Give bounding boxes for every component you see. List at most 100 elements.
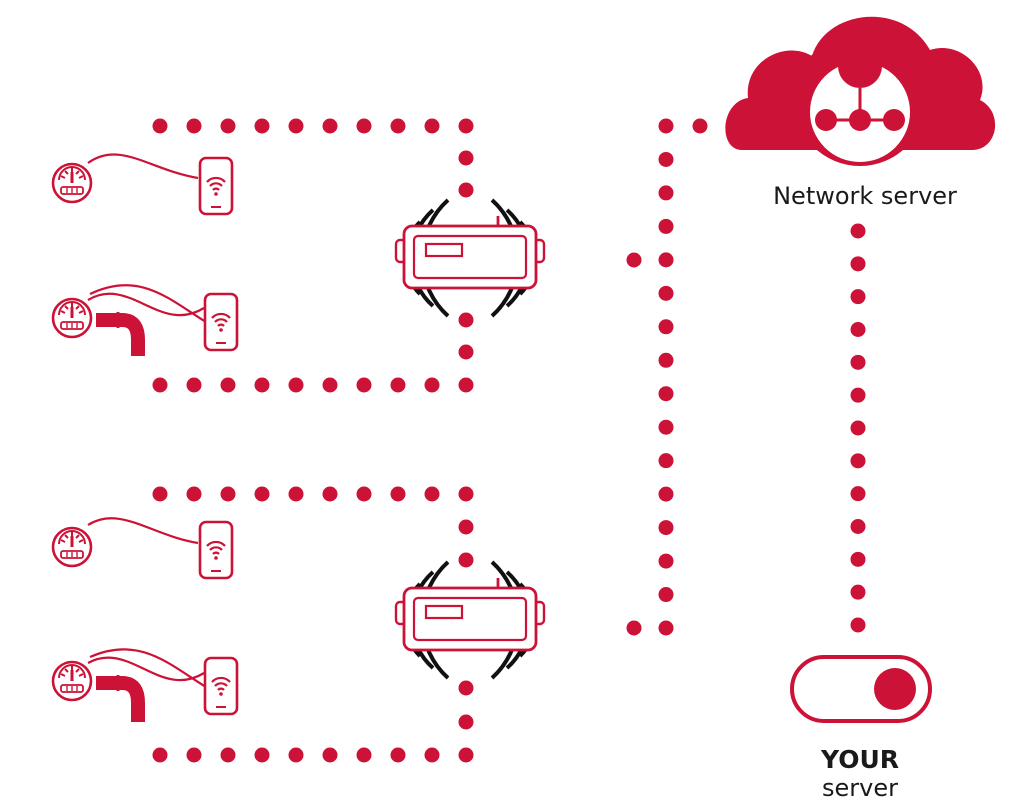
- connection-dot: [658, 151, 674, 167]
- network-server-cloud-icon: [725, 16, 996, 166]
- connection-dot: [356, 486, 372, 502]
- connection-dot: [424, 377, 440, 393]
- meter-with-pipe-icon: [51, 297, 93, 339]
- connection-dot: [288, 486, 304, 502]
- connection-dot: [850, 289, 866, 305]
- connection-dot: [850, 223, 866, 239]
- connection-dot: [458, 150, 474, 166]
- connection-dot: [390, 486, 406, 502]
- connection-dot: [424, 486, 440, 502]
- sensor-3: [51, 517, 234, 580]
- connection-dot: [458, 519, 474, 535]
- connection-dot: [658, 252, 674, 268]
- connection-dot: [356, 118, 372, 134]
- connection-dot: [658, 118, 674, 134]
- connection-dot: [658, 486, 674, 502]
- connection-dot: [658, 319, 674, 335]
- wireless-module-icon: [198, 156, 234, 216]
- connection-dot: [658, 419, 674, 435]
- dotted-connections: [152, 118, 866, 763]
- connection-dot: [254, 486, 270, 502]
- connection-dot: [220, 486, 236, 502]
- connection-dot: [356, 747, 372, 763]
- connection-dot: [220, 118, 236, 134]
- connection-dot: [658, 185, 674, 201]
- connection-dot: [458, 118, 474, 134]
- your-server-label-line1: YOUR: [820, 745, 899, 774]
- connection-dot: [322, 118, 338, 134]
- connection-dot: [850, 551, 866, 567]
- connection-dot: [458, 344, 474, 360]
- connection-dot: [658, 218, 674, 234]
- gateway-1-icon: [394, 198, 546, 318]
- gateway-2-icon: [394, 560, 546, 680]
- connection-dot: [458, 182, 474, 198]
- connection-dot: [658, 285, 674, 301]
- sensor-1: [51, 153, 234, 216]
- connection-dot: [850, 519, 866, 534]
- connection-dot: [254, 118, 270, 134]
- wireless-module-icon: [203, 656, 239, 716]
- connection-dot: [152, 118, 168, 134]
- connection-dot: [458, 377, 474, 393]
- connection-dot: [626, 252, 642, 268]
- connection-dot: [254, 377, 270, 393]
- connection-dot: [658, 620, 674, 636]
- connection-dot: [390, 118, 406, 134]
- connection-dot: [424, 118, 440, 134]
- connection-dot: [390, 747, 406, 763]
- connection-dot: [254, 747, 270, 763]
- connection-dot: [658, 386, 674, 402]
- connection-dot: [186, 486, 202, 502]
- connection-dot: [220, 747, 236, 763]
- connection-dot: [458, 714, 474, 730]
- connection-dot: [658, 553, 674, 569]
- connection-dot: [458, 312, 474, 328]
- connection-dot: [424, 747, 440, 763]
- your-server-label-line2: server: [822, 774, 898, 802]
- meter-with-pipe-icon: [51, 660, 93, 702]
- connection-dot: [288, 747, 304, 763]
- connection-dot: [186, 747, 202, 763]
- connection-dot: [390, 377, 406, 393]
- connection-dot: [322, 486, 338, 502]
- meter-icon: [51, 162, 93, 204]
- connection-dot: [850, 486, 866, 502]
- connection-dot: [658, 352, 674, 368]
- connection-dot: [288, 377, 304, 393]
- connection-dot: [850, 256, 866, 272]
- wireless-module-icon: [198, 520, 234, 580]
- connection-dot: [850, 420, 866, 436]
- connection-dot: [850, 387, 866, 403]
- connection-dot: [658, 520, 674, 536]
- connection-dot: [356, 377, 372, 393]
- connection-dot: [152, 747, 168, 763]
- connection-dot: [288, 118, 304, 134]
- connection-dot: [322, 747, 338, 763]
- connection-dot: [850, 354, 866, 370]
- connection-dot: [152, 377, 168, 393]
- your-server-toggle-icon: [790, 655, 932, 723]
- wireless-module-icon: [203, 292, 239, 352]
- network-server-label: Network server: [773, 182, 957, 210]
- meter-icon: [51, 526, 93, 568]
- connection-dot: [220, 377, 236, 393]
- connection-dot: [658, 453, 674, 469]
- sensor-4: [51, 648, 239, 722]
- connection-dot: [322, 377, 338, 393]
- connection-dot: [626, 620, 642, 636]
- connection-dot: [850, 453, 866, 469]
- connection-dot: [186, 118, 202, 134]
- connection-dot: [186, 377, 202, 393]
- connection-dot: [458, 747, 474, 763]
- connection-dot: [850, 322, 866, 337]
- connection-dot: [658, 587, 674, 603]
- connection-dot: [692, 118, 708, 134]
- connection-dot: [850, 584, 866, 600]
- connection-dot: [458, 486, 474, 502]
- connection-dot: [458, 680, 474, 696]
- sensor-2: [51, 284, 239, 356]
- connection-dot: [152, 486, 168, 502]
